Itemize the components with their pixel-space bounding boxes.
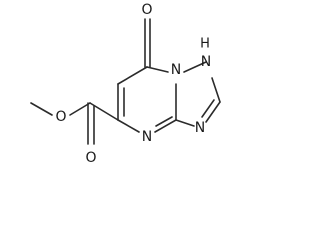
- bond-c7-c6: [117, 66, 148, 85]
- bond-c2-n3-double: [205, 101, 221, 123]
- bond-n4-c3a-double-inner: [155, 116, 173, 127]
- bond-o-methyl: [30, 102, 53, 116]
- atom-labels: O N H N N N O O: [55, 2, 211, 166]
- atom-triazole-nitrogen: N: [195, 120, 205, 136]
- bond-c2-n3-double-inner: [201, 99, 215, 118]
- atom-pyrimidine-nitrogen: N: [142, 129, 152, 145]
- chemical-structure-diagram: O N H N N N O O: [30, 2, 221, 166]
- bond-n1-c2: [211, 77, 221, 103]
- bond-n8-n1: [183, 61, 207, 73]
- atom-carbonyl-oxygen: O: [141, 2, 152, 18]
- atom-ester-oxygen-double: O: [85, 150, 96, 166]
- atom-ester-oxygen-single: O: [55, 109, 66, 125]
- atom-bridgehead-nitrogen: N: [171, 62, 181, 78]
- bond-n8-c7: [146, 66, 169, 73]
- bonds: [30, 18, 221, 145]
- atom-nh-nitrogen: N: [201, 54, 211, 70]
- bond-ester-c-o-single: [69, 102, 91, 116]
- bond-n3-c3a: [175, 119, 195, 127]
- bond-c5-n4: [117, 119, 140, 133]
- bond-n4-c3a-double: [154, 119, 177, 133]
- atom-nh-hydrogen: H: [200, 37, 210, 52]
